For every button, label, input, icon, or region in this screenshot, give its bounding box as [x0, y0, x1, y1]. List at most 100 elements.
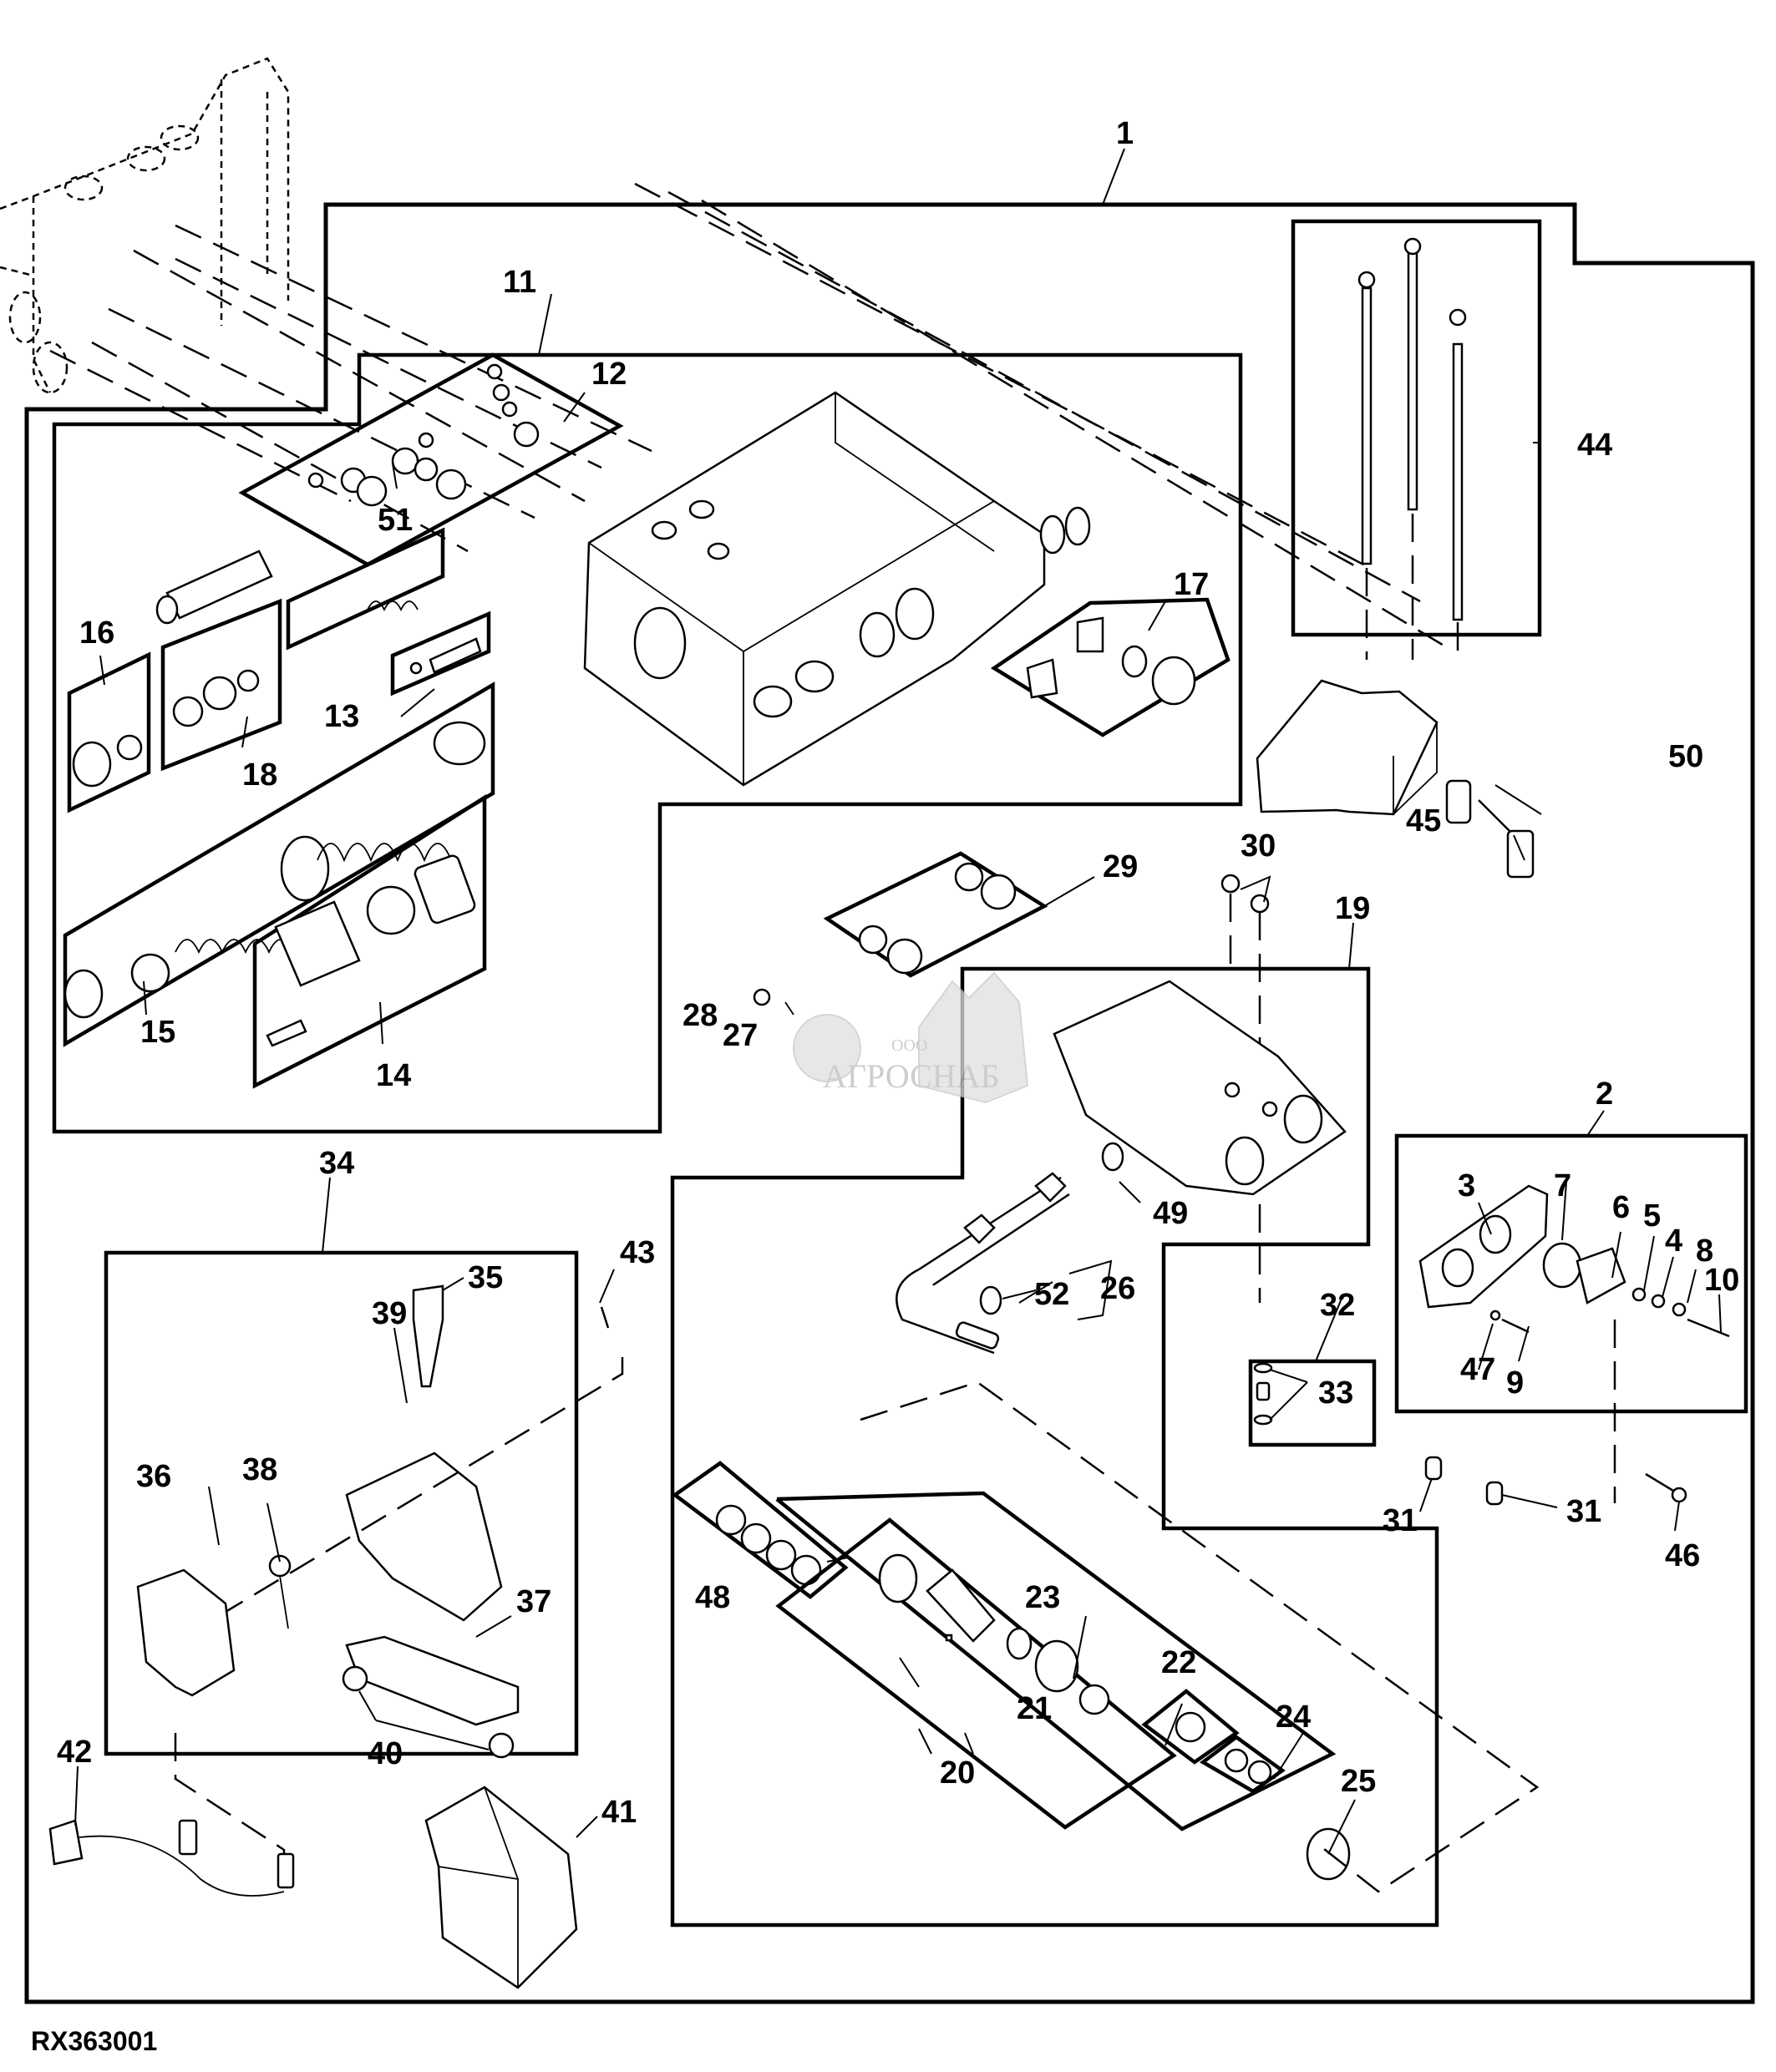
kit-frame-29: [823, 851, 1048, 978]
kit-frame-32: [1248, 1359, 1377, 1447]
callout-21: 21: [1017, 1691, 1052, 1726]
callout-41: 41: [601, 1795, 637, 1830]
watermark-name: АГРОСНАБ: [823, 1057, 1000, 1095]
callout-33: 33: [1318, 1375, 1353, 1411]
bolt-46: [1645, 1472, 1687, 1503]
callout-17: 17: [1174, 567, 1209, 602]
cover-14: [266, 854, 476, 1047]
callout-51: 51: [378, 503, 413, 538]
callout-12: 12: [591, 357, 627, 392]
sensor-harness-50: [1445, 779, 1535, 879]
pressure-relief-parts-17: [1026, 616, 1196, 706]
projection-kit-20: [860, 1380, 1540, 1893]
harness-42: [48, 1819, 295, 1897]
housing-39: [345, 1451, 503, 1622]
callout-47: 47: [1460, 1352, 1495, 1387]
callout-13: 13: [324, 699, 359, 734]
lever-35: [412, 1284, 444, 1388]
spool-20: [878, 1553, 1110, 1715]
watermark-logo: ООО АГРОСНАБ: [793, 971, 1029, 1104]
callout-31b: 31: [1566, 1494, 1601, 1529]
callout-28: 28: [682, 998, 718, 1033]
callout-4: 4: [1665, 1223, 1682, 1259]
seal-rings-48: [715, 1504, 822, 1586]
callout-6: 6: [1612, 1190, 1630, 1225]
callout-7: 7: [1554, 1168, 1571, 1203]
kit-frame-19: [670, 966, 1439, 1928]
callout-20: 20: [940, 1755, 975, 1791]
kit-frame-24: [1199, 1735, 1286, 1794]
callout-49: 49: [1153, 1196, 1188, 1231]
callout-25: 25: [1341, 1764, 1376, 1799]
projection-kit-34: [174, 1357, 624, 1867]
callout-50: 50: [1668, 739, 1703, 774]
callout-24: 24: [1276, 1700, 1311, 1735]
valve-19: [1053, 980, 1347, 1196]
callout-2: 2: [1596, 1077, 1613, 1112]
valve-body: [583, 391, 1091, 787]
callout-34: 34: [319, 1146, 354, 1181]
callout-48: 48: [695, 1580, 730, 1615]
callout-3: 3: [1458, 1168, 1475, 1203]
check-balls-33: [1253, 1362, 1273, 1426]
callout-10: 10: [1704, 1263, 1739, 1298]
kit-frame-15: [63, 681, 495, 1047]
kit-frame-outer-20: [775, 1491, 1337, 1831]
o-rings-18: [172, 669, 260, 727]
callout-42: 42: [57, 1735, 92, 1770]
callout-38: 38: [242, 1452, 277, 1487]
leader-lines: [74, 148, 1722, 1855]
block-45: [1256, 679, 1439, 816]
callout-37: 37: [516, 1584, 551, 1619]
seal-rings-12: [307, 363, 540, 507]
assembly-frame-1: [24, 202, 1755, 2004]
kit-frame-13: [390, 610, 491, 697]
housing-37: [345, 1635, 520, 1726]
callout-27: 27: [723, 1018, 758, 1053]
kit-frame-44: [1291, 219, 1542, 637]
screw-43: [600, 1306, 610, 1329]
callout-16: 16: [79, 616, 114, 651]
studs-44: [1357, 237, 1467, 660]
kit-frame-20: [775, 1517, 1177, 1830]
callout-44: 44: [1577, 428, 1612, 463]
watermark-prefix: ООО: [891, 1036, 927, 1055]
callout-46: 46: [1665, 1538, 1700, 1573]
ring-22: [1175, 1711, 1206, 1743]
callout-1: 1: [1116, 116, 1134, 151]
figure-id: RX363001: [31, 2026, 157, 2056]
callout-15: 15: [140, 1015, 175, 1050]
callout-11: 11: [503, 265, 536, 300]
kit-frame-16: [67, 651, 151, 813]
callout-52: 52: [1034, 1277, 1069, 1312]
kit-frame-11: [52, 352, 1243, 1134]
callout-35: 35: [468, 1260, 503, 1295]
cover-41: [424, 1786, 578, 1989]
kit-frame-14: [252, 793, 487, 1089]
kit-frame-2: [1394, 1133, 1748, 1414]
callout-32: 32: [1320, 1288, 1355, 1323]
callout-18: 18: [242, 757, 277, 793]
spool-upper: [155, 550, 273, 625]
callout-23: 23: [1025, 1580, 1060, 1615]
callout-5: 5: [1643, 1198, 1661, 1234]
callout-8: 8: [1696, 1234, 1713, 1269]
housing-ghost: [0, 57, 290, 394]
callout-30: 30: [1241, 828, 1276, 864]
kit-frame-spring-box: [286, 527, 445, 651]
callout-40: 40: [368, 1736, 403, 1771]
springs-40: [342, 1665, 515, 1759]
kit-frame-22: [1141, 1689, 1240, 1765]
callout-14: 14: [376, 1058, 411, 1093]
spring-assembly-15: [63, 721, 486, 1019]
callout-26: 26: [1100, 1271, 1135, 1306]
spring-38: [268, 1554, 292, 1629]
tube-26: [896, 1142, 1124, 1355]
cover-plate-3: [1418, 1184, 1730, 1503]
plugs-31: [1424, 1456, 1504, 1506]
callout-43: 43: [620, 1235, 655, 1270]
cover-36: [136, 1568, 236, 1697]
callout-9: 9: [1506, 1365, 1524, 1401]
kit-frame-34: [104, 1250, 579, 1756]
